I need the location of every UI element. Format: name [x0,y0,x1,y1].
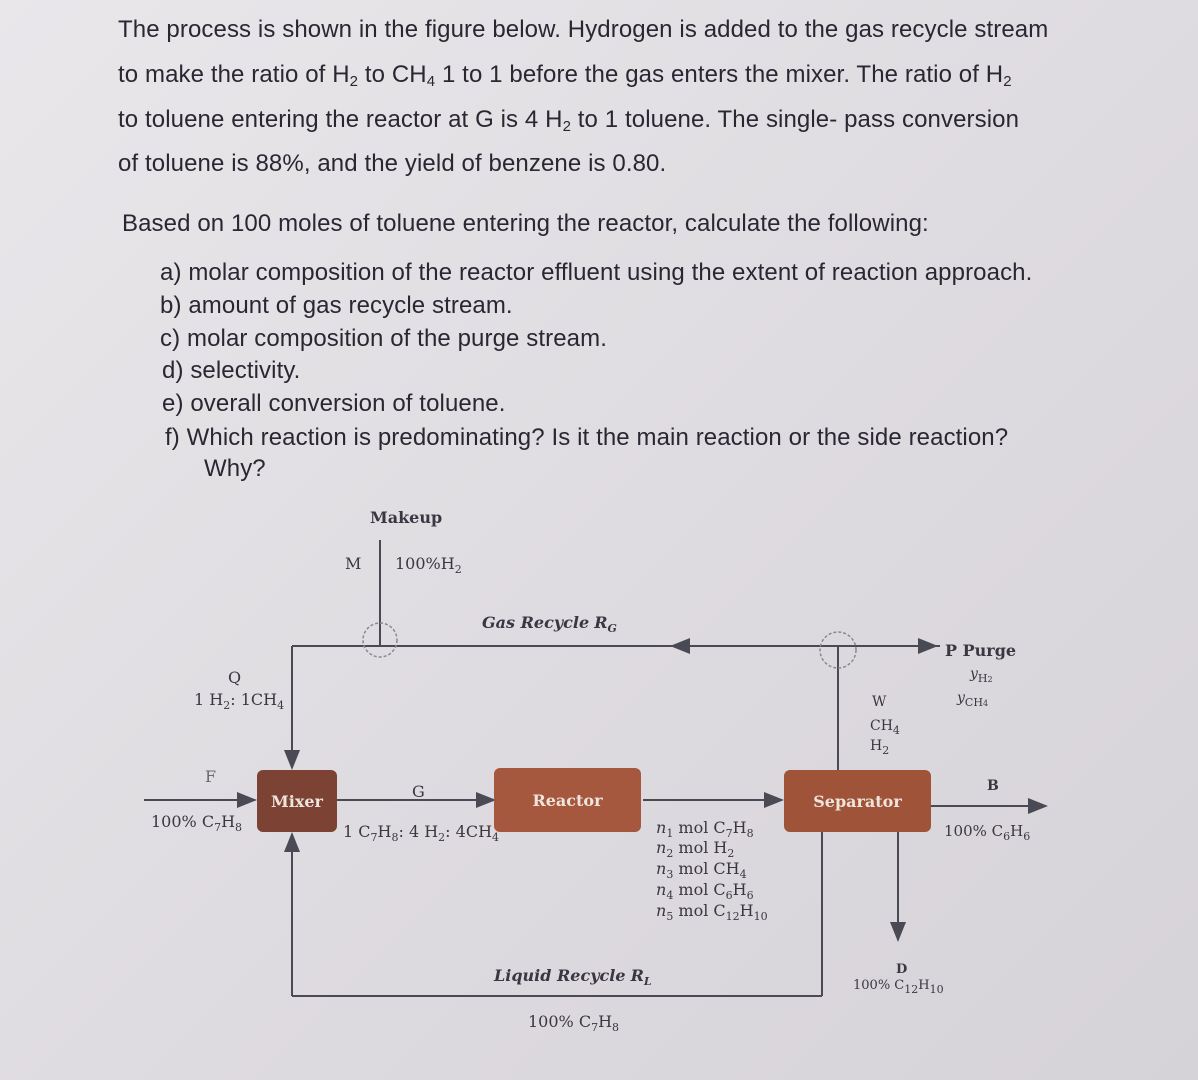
purge-y-ch4: yCH4 [957,690,989,709]
makeup-label: Makeup [370,508,443,527]
question-d: d) selectivity. [162,357,301,384]
effluent-n2: n2 mol H2 [656,838,735,860]
intro-line-1: The process is shown in the figure below… [118,16,1049,43]
m-label: M [345,554,362,573]
intro-line-2: to make the ratio of H2 to CH4 1 to 1 be… [118,61,1012,90]
w-ch4: CH4 [870,718,900,737]
intro-line-4: of toluene is 88%, and the yield of benz… [118,150,667,177]
effluent-n1: n1 mol C7H8 [656,818,754,840]
purge-y-h2: yH2 [970,666,993,685]
b-label: B [987,778,999,794]
liquid-recycle-composition: 100% C7H8 [528,1012,620,1034]
makeup-composition: 100%H2 [395,554,462,576]
question-f-line-2: Why? [204,455,266,482]
mixer-box: Mixer [257,770,337,832]
g-composition: 1 C7H8: 4 H2: 4CH4 [343,822,500,844]
feed-composition: 100% C7H8 [151,812,243,834]
effluent-n5: n5 mol C12H10 [656,901,768,923]
purge-splitter [819,631,857,669]
makeup-junction [362,622,398,658]
basis-statement: Based on 100 moles of toluene entering t… [122,210,929,237]
separator-box: Separator [784,770,931,832]
effluent-n4: n4 mol C6H6 [656,880,754,902]
biphenyl-composition: 100% C12H10 [853,978,944,996]
d-label: D [896,962,908,977]
question-c: c) molar composition of the purge stream… [160,325,607,352]
liquid-recycle-label: Liquid Recycle RL [494,966,652,988]
gas-recycle-label: Gas Recycle RG [482,613,617,635]
question-f: f) Which reaction is predominating? Is i… [165,424,1009,451]
reactor-box: Reactor [494,768,641,832]
q-label: Q [228,668,242,687]
q-ratio: 1 H2: 1CH4 [194,690,285,712]
question-b: b) amount of gas recycle stream. [160,292,513,319]
benzene-composition: 100% C6H6 [944,822,1031,843]
f-label: F [205,767,217,786]
w-h2: H2 [870,738,890,757]
g-label: G [412,782,425,801]
intro-line-3: to toluene entering the reactor at G is … [118,106,1020,135]
effluent-n3: n3 mol CH4 [656,859,747,881]
purge-label: P Purge [945,641,1017,660]
question-a: a) molar composition of the reactor effl… [160,259,1033,286]
w-label: W [872,694,887,710]
question-e: e) overall conversion of toluene. [162,390,506,417]
